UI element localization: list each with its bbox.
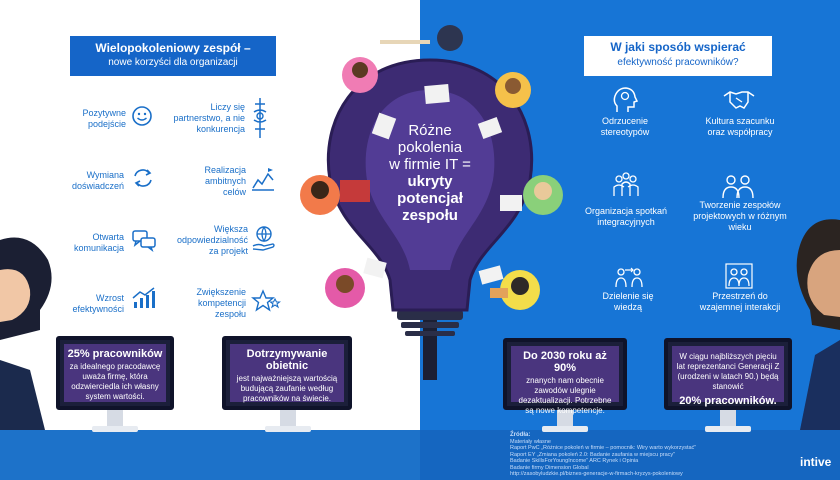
source-line: Badanie SkillsForYoungIncome” ARC Rynek … xyxy=(510,458,639,464)
right-item-reject-stereotypes: Odrzucenie stereotypów xyxy=(600,116,650,137)
benefit-efficiency-growth: Wzrost efektywności xyxy=(72,293,124,314)
person-right xyxy=(523,175,563,215)
right-item-mixed-age-teams: Tworzenie zespołów projektowych w różnym… xyxy=(693,200,787,232)
puzzle-icon xyxy=(251,96,269,140)
lightbulb-illustration xyxy=(300,25,563,380)
people-interaction-icon xyxy=(724,262,754,295)
chat-bubbles-icon xyxy=(131,228,157,252)
person-top xyxy=(380,25,463,51)
exchange-arrows-icon xyxy=(131,167,155,189)
group-icon xyxy=(610,170,642,205)
monitor-3-headline: Do 2030 roku aż 90% xyxy=(523,350,607,374)
center-bold1: ukryty xyxy=(407,173,453,190)
monitor-4-screen: W ciągu najbliższych pięciu lat reprezen… xyxy=(672,346,784,407)
source-line: Raport PwC „Różnice pokoleń w firmie – p… xyxy=(510,445,697,451)
benefit-ambitious-goals: Realizacja ambitnych celów xyxy=(204,165,246,197)
monitor-base-4 xyxy=(705,426,751,432)
center-line2: pokolenia xyxy=(397,139,463,156)
center-bold3: zespołu xyxy=(402,207,458,224)
monitor-stand-1 xyxy=(107,408,123,428)
person-bottom-right xyxy=(500,270,540,310)
monitor-stand-3 xyxy=(557,408,573,428)
center-headline: Różne pokolenia w firmie IT = ukryty pot… xyxy=(375,122,485,224)
benefit-open-communication: Otwarta komunikacja xyxy=(73,232,124,253)
handshake-icon xyxy=(722,86,756,117)
left-title-line2: nowe korzyści dla organizacji xyxy=(108,57,238,68)
person-left-silhouette xyxy=(0,237,52,430)
monitor-3-screen: Do 2030 roku aż 90% znanych nam obecnie … xyxy=(511,346,619,415)
sources-block: Źródła: Materiały własne Raport PwC „Róż… xyxy=(510,432,710,478)
monitor-4-body: W ciągu najbliższych pięciu lat reprezen… xyxy=(676,352,780,391)
monitor-1-headline: 25% pracowników xyxy=(67,348,163,360)
globe-hand-icon xyxy=(251,224,277,252)
center-line3: w firmie IT = xyxy=(389,156,471,173)
person-left xyxy=(300,175,370,215)
sharing-icon xyxy=(614,265,644,294)
left-title-box: Wielopokoleniowy zespół – nowe korzyści … xyxy=(70,36,276,76)
monitor-3-body: znanych nam obecnie zawodów ulegnie deza… xyxy=(518,376,612,415)
monitor-1-screen: 25% pracowników za idealnego pracodawcę … xyxy=(64,344,166,402)
left-title-line1: Wielopokoleniowy zespół – xyxy=(95,41,251,55)
center-line1: Różne xyxy=(408,122,452,139)
right-title-line1: W jaki sposób wspierać xyxy=(610,40,746,54)
person-bottom-left xyxy=(325,268,365,308)
person-right-silhouette xyxy=(796,219,840,430)
monitor-base-2 xyxy=(265,426,311,432)
team-icon xyxy=(720,172,756,205)
right-item-interaction-space: Przestrzeń do wzajemnej interakcji xyxy=(699,291,781,312)
right-item-respect-culture: Kultura szacunku oraz współpracy xyxy=(705,116,775,137)
monitor-4: W ciągu najbliższych pięciu lat reprezen… xyxy=(664,338,792,410)
growth-chart-icon xyxy=(131,286,157,310)
floor-left xyxy=(0,430,420,480)
person-top-left xyxy=(342,57,378,93)
benefit-experience-exchange: Wymiana doświadczeń xyxy=(71,170,124,191)
monitor-base-3 xyxy=(542,426,588,432)
source-line: Raport EY „Zmiana pokoleń 2.0: Badanie z… xyxy=(510,451,675,458)
source-line: Badanie firmy Dimension Global xyxy=(510,464,589,471)
monitor-stand-2 xyxy=(280,408,296,428)
monitor-2-screen: Dotrzymywanie obietnic jest najważniejsz… xyxy=(230,344,344,403)
monitor-2: Dotrzymywanie obietnic jest najważniejsz… xyxy=(222,336,352,410)
monitor-4-highlight: 20% pracowników. xyxy=(679,395,777,407)
stars-icon xyxy=(251,289,281,313)
sources-title: Źródła: xyxy=(510,432,531,438)
head-brain-icon xyxy=(612,86,639,119)
person-top-right xyxy=(495,72,531,108)
right-title-line2: efektywność pracowników? xyxy=(617,57,739,68)
benefit-team-competence: Zwiększenie kompetencji zespołu xyxy=(196,287,246,319)
target-icon xyxy=(250,166,276,192)
source-line: Materiały własne xyxy=(510,438,551,445)
monitor-1: 25% pracowników za idealnego pracodawcę … xyxy=(56,336,174,410)
center-bold2: potencjał xyxy=(397,190,463,207)
smiley-icon xyxy=(131,105,153,127)
benefit-positive-attitude: Pozytywne podejście xyxy=(82,108,126,129)
monitor-stand-4 xyxy=(720,408,736,428)
source-line: http://zasobyludzkie.pl/biznes-generacje… xyxy=(510,471,683,477)
brand-logo-text: intive xyxy=(800,455,832,469)
benefit-project-responsibility: Większa odpowiedzialność za projekt xyxy=(176,224,248,256)
floor-right xyxy=(420,430,840,480)
benefit-partnership: Liczy się partnerstwo, a nie konkurencja xyxy=(173,102,245,134)
monitor-2-headline: Dotrzymywanie obietnic xyxy=(246,348,328,372)
monitor-base-1 xyxy=(92,426,138,432)
right-item-integration-meetings: Organizacja spotkań integracyjnych xyxy=(584,206,668,227)
right-title-box: W jaki sposób wspierać efektywność praco… xyxy=(584,36,772,76)
right-item-knowledge-sharing: Dzielenie się wiedzą xyxy=(602,291,654,312)
monitor-3: Do 2030 roku aż 90% znanych nam obecnie … xyxy=(503,338,627,415)
monitor-2-body: jest najważniejszą wartością budującą za… xyxy=(236,374,338,403)
monitor-1-body: za idealnego pracodawcę uważa firmę, któ… xyxy=(69,362,161,401)
